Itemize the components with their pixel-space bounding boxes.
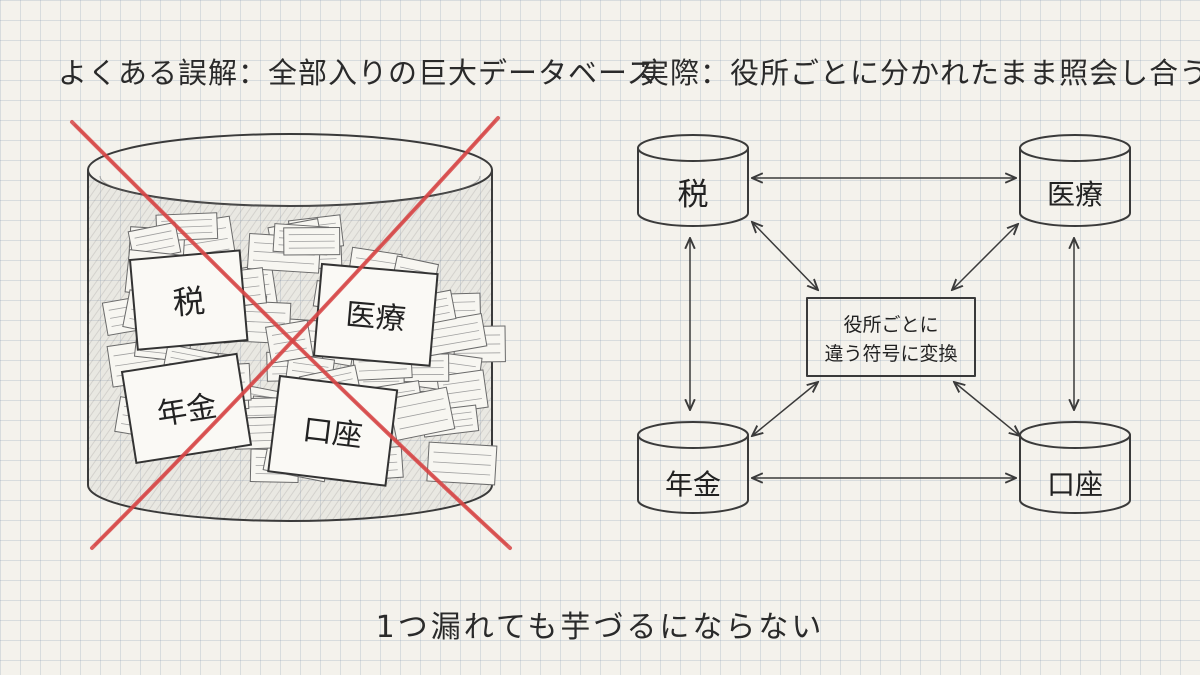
db-tax: 税 xyxy=(637,134,749,227)
arrow-medical-converter xyxy=(952,224,1018,290)
db-pension-label: 年金 xyxy=(665,468,721,501)
arrow-tax-converter xyxy=(752,222,818,290)
db-account: 口座 xyxy=(1019,421,1131,514)
code-converter-box: 役所ごとに 違う符号に変換 xyxy=(806,297,976,377)
reality-heading: 実際：役所ごとに分かれたまま照会し合う xyxy=(640,56,1200,90)
blank-paper xyxy=(283,227,341,256)
arrow-account-converter xyxy=(954,382,1020,436)
db-medical-label: 医療 xyxy=(1047,178,1103,211)
card-tax-label: 税 xyxy=(171,282,206,323)
card-pension: 年金 xyxy=(120,352,253,465)
blank-paper xyxy=(426,441,498,486)
converter-line-1: 役所ごとに xyxy=(843,314,938,336)
db-account-label: 口座 xyxy=(1047,468,1103,501)
card-tax: 税 xyxy=(128,249,249,351)
converter-line-2: 違う符号に変換 xyxy=(824,343,957,365)
blank-paper xyxy=(387,386,456,442)
db-medical: 医療 xyxy=(1019,134,1131,227)
footer-caption: 1つ漏れても芋づるにならない xyxy=(375,610,825,645)
card-account: 口座 xyxy=(267,374,399,487)
db-pension: 年金 xyxy=(637,421,749,514)
card-account-label: 口座 xyxy=(300,412,364,454)
card-medical: 医療 xyxy=(312,262,439,367)
misconception-heading: よくある誤解：全部入りの巨大データベース xyxy=(58,56,657,90)
card-medical-label: 医療 xyxy=(344,297,407,337)
exchange-arrows xyxy=(690,178,1074,478)
arrow-pension-converter xyxy=(752,382,818,436)
db-tax-label: 税 xyxy=(678,177,709,213)
red-cross-mark xyxy=(70,116,512,550)
